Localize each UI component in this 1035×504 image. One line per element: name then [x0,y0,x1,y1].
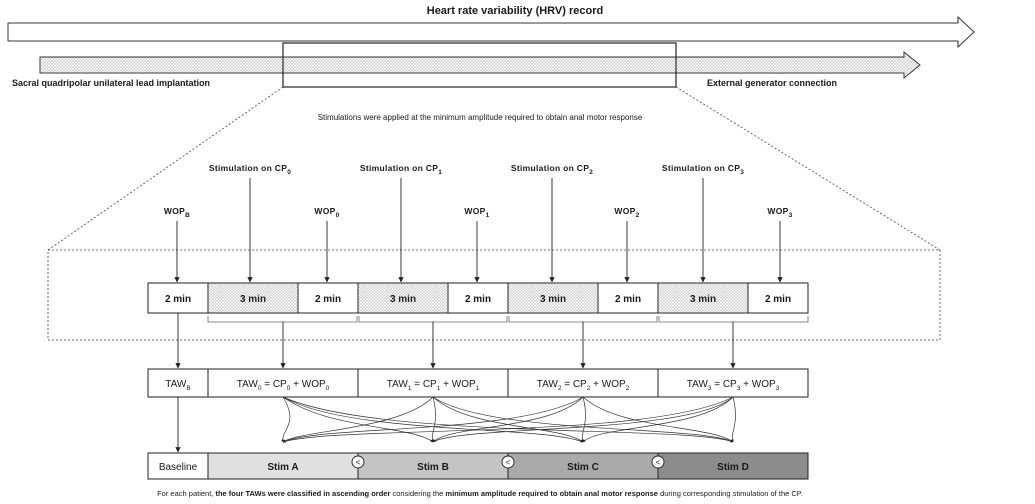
taw-formula-3: TAW3 = CP3 + WOP3 [687,379,780,392]
less-than-icon [501,455,515,469]
baseline-label: Baseline [159,462,198,473]
wop-arrows [174,221,783,283]
timeline-seg-6 [507,282,599,314]
timeline-label-4: 3 min [390,294,416,305]
implant-label: Sacral quadripolar unilateral lead impla… [12,78,210,88]
stim-d-box [657,452,809,480]
taw-baseline-box [147,368,209,398]
stim-row: Baseline Stim A Stim B Stim C Stim D < <… [147,452,809,480]
wop-label-0: WOP0 [314,206,339,219]
taw-formula-2: TAW2 = CP2 + WOP2 [537,379,630,392]
baseline-box [147,452,209,480]
diagram-title: Heart rate variability (HRV) record [427,5,603,17]
less-than-symbol: < [356,458,361,467]
stim-b-label: Stim B [417,462,449,473]
timeline-label-5: 2 min [465,294,491,305]
classification-arrows [281,396,736,443]
stim-b-box [357,452,509,480]
taw-formula-1: TAW1 = CP1 + WOP1 [387,379,480,392]
less-than-symbol: < [506,458,511,467]
taw-box-0 [207,368,359,398]
timeline-seg-7 [597,282,659,314]
stim-a-box [207,452,359,480]
timeline-label-7: 2 min [615,294,641,305]
taw-formula-0: TAW0 = CP0 + WOP0 [237,379,330,392]
taw-arrows [175,313,736,369]
stim-note: Stimulations were applied at the minimum… [318,113,643,122]
timeline-label-2: 3 min [240,294,266,305]
wop-label-1: WOP1 [464,206,489,219]
group-brackets [207,316,809,323]
taw-baseline-label: TAWB [165,379,190,392]
stim-label-cp1: Stimulation on CP1 [360,163,442,176]
less-than-symbol: < [656,458,661,467]
footnote: For each patient, the four TAWs were cla… [157,489,803,498]
less-than-icon [651,455,665,469]
stim-c-box [507,452,659,480]
stim-label-cp2: Stimulation on CP2 [511,163,593,176]
generator-label: External generator connection [707,78,837,88]
timeline-row: 2 min 3 min 2 min 3 min 2 min 3 min 2 mi… [147,282,809,314]
wop-label-b: WOPB [164,206,190,219]
stim-a-label: Stim A [267,462,298,473]
timeline-seg-8 [657,282,749,314]
taw-row: TAWB TAW0 = CP0 + WOP0 TAW1 = CP1 + WOP1… [147,368,809,398]
stim-label-cp0: Stimulation on CP0 [209,163,291,176]
zoom-frame [47,249,941,341]
timeline-label-1: 2 min [165,294,191,305]
hrv-record-arrow [7,15,975,49]
timeline-label-9: 2 min [765,294,791,305]
wop-label-2: WOP2 [614,206,639,219]
wop-label-3: WOP3 [767,206,792,219]
timeline-label-8: 3 min [690,294,716,305]
timeline-seg-9 [747,282,809,314]
less-than-icon [351,455,365,469]
timeline-label-6: 3 min [540,294,566,305]
zoom-window [282,42,677,88]
stim-c-label: Stim C [567,462,599,473]
stim-label-cp3: Stimulation on CP3 [662,163,744,176]
taw-box-3 [657,368,809,398]
implant-timeline-arrow [39,50,921,80]
stim-d-label: Stim D [717,462,749,473]
timeline-label-3: 2 min [315,294,341,305]
stim-arrows [247,178,706,283]
